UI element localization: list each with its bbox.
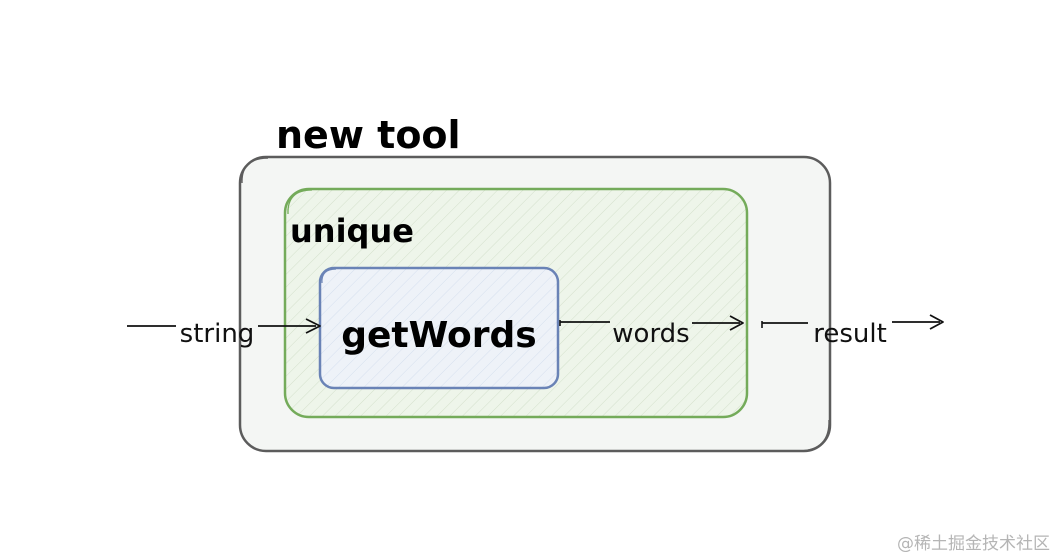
- arrow-words-label: words: [612, 319, 689, 349]
- outer-box-label: new tool: [276, 113, 461, 157]
- arrow-result-label: result: [813, 319, 887, 349]
- inner-box-getwords: [318, 266, 560, 390]
- middle-box-label: unique: [290, 212, 414, 250]
- inner-box-label: getWords: [341, 315, 537, 356]
- arrow-string-label: string: [180, 319, 255, 349]
- watermark: @稀土掘金技术社区: [897, 534, 1050, 554]
- arrow-words: [559, 315, 744, 331]
- arrow-result: [761, 314, 944, 330]
- arrow-string: [127, 318, 321, 334]
